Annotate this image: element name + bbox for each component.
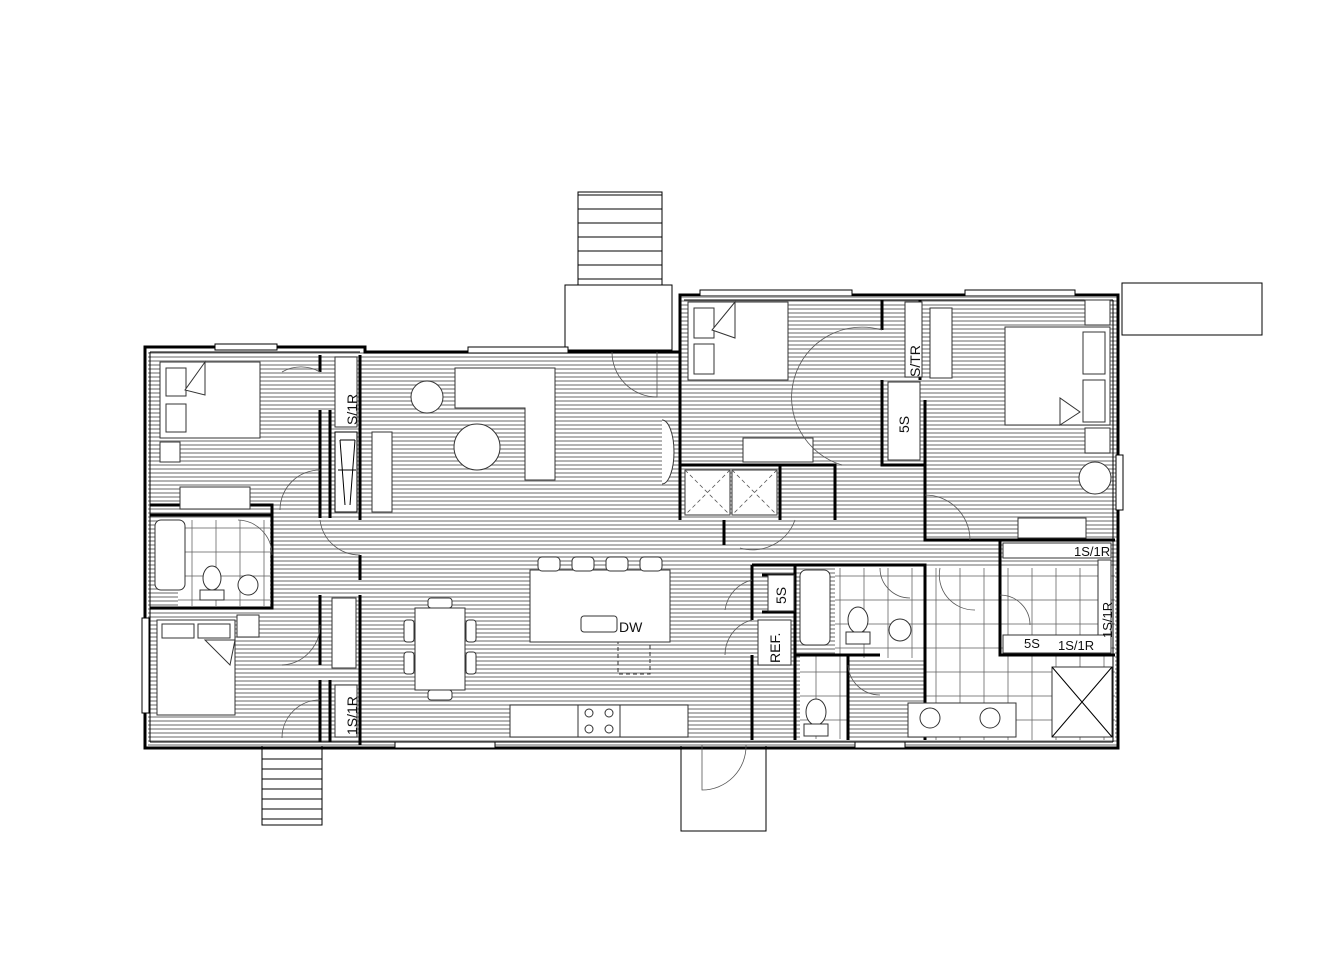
- walkin-label-top: 1S/1R: [1074, 544, 1110, 559]
- closet-label-master-mid: 5S: [896, 416, 912, 433]
- master-bed: [929, 299, 1112, 539]
- front-stairs: [564, 191, 673, 351]
- range-icon: [577, 704, 621, 738]
- closet-label-top-left: S/1R: [344, 394, 360, 425]
- bathroom-left: [154, 519, 273, 601]
- rear-stoop: [680, 744, 767, 832]
- rear-stairs: [261, 744, 323, 826]
- bed-3: [687, 300, 814, 463]
- walkin-label-shelf: 5S: [1024, 636, 1040, 651]
- living-room-furniture: [371, 367, 675, 513]
- closet-label-bottom-left: 1S/1R: [344, 696, 360, 735]
- closet-label-hall: 5S: [773, 587, 789, 604]
- fridge-label: REF.: [767, 633, 783, 663]
- dining-table: [403, 597, 477, 701]
- kitchen: DW: [509, 556, 689, 738]
- bed-2: [156, 614, 260, 716]
- bed-1: [159, 360, 261, 510]
- master-bathroom: [907, 666, 1113, 738]
- dishwasher-label: DW: [619, 619, 643, 635]
- walkin-label-side: 1S/1R: [1100, 602, 1115, 638]
- closet-label-master-top: S/TR: [907, 345, 923, 377]
- hall-bathroom: [799, 569, 912, 737]
- door-swings: [279, 326, 1031, 791]
- side-deck: [1121, 282, 1263, 336]
- closets: [331, 301, 1112, 738]
- sink-icon: [580, 615, 618, 633]
- windows: [141, 289, 1124, 749]
- walkin-label-rod: 1S/1R: [1058, 638, 1094, 653]
- floor-areas: [148, 297, 1118, 746]
